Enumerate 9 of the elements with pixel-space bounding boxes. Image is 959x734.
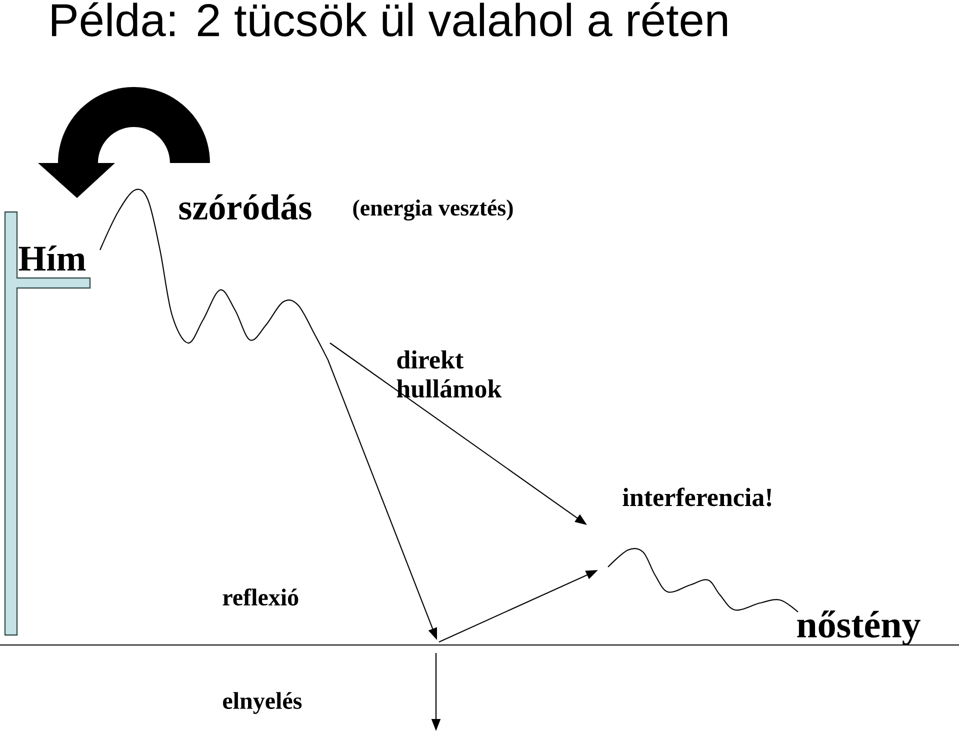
reflection-label: reflexió xyxy=(222,588,298,606)
wave-label: direkt hullámok xyxy=(396,350,502,398)
speaker-label: Hím xyxy=(18,246,86,270)
scattering-label: szóródás xyxy=(179,194,312,220)
interference-label: interferencia! xyxy=(622,488,772,506)
title: Példa: 2 tücsök ül valahol a réten xyxy=(52,2,727,37)
note-label: (energia vesztés) xyxy=(353,199,513,221)
receiver-label: nőstény xyxy=(797,610,920,646)
absorption-label: elnyelés xyxy=(223,692,302,714)
